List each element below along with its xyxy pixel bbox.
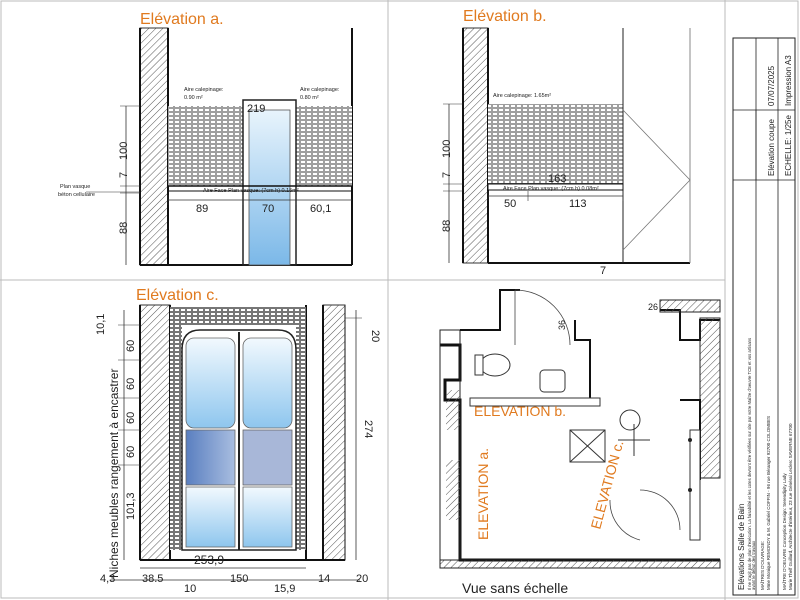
note-plan-vasque: Plan vasque (60, 184, 90, 190)
svg-text:10,1: 10,1 (95, 314, 107, 335)
tile-area-b (488, 104, 623, 184)
svg-text:10: 10 (184, 583, 196, 595)
glass-panel-top-right (242, 337, 293, 429)
title-main: Elévations Salle de Bain (737, 504, 746, 590)
svg-text:60: 60 (125, 378, 137, 390)
svg-text:7: 7 (441, 172, 453, 178)
vertical-dimensions-b: 100 7 88 (441, 103, 463, 263)
svg-text:20: 20 (356, 573, 368, 585)
value-aire-right: 0.80 m² (300, 95, 319, 101)
sheet-date: 07/07/2025 (767, 65, 776, 106)
svg-text:100: 100 (118, 142, 130, 160)
horizontal-dimensions-a: 89 70 60,1 (167, 195, 352, 215)
note-beton: béton cellulaire (58, 192, 95, 198)
washbasin-icon (619, 409, 641, 431)
svg-text:253,9: 253,9 (194, 553, 224, 567)
left-wall (139, 27, 169, 266)
svg-text:7: 7 (118, 172, 130, 178)
right-dimensions-c: 20 274 (345, 310, 381, 560)
note-face-a: Aire Face Plan vasque: (7cm h) 0.15m² (203, 188, 299, 194)
svg-text:50: 50 (504, 198, 516, 210)
window-glass (248, 109, 291, 266)
plan-dim-36: 36 (557, 320, 567, 330)
svg-text:150: 150 (230, 573, 248, 585)
label-aire-right: Aire calepinage: (300, 87, 340, 93)
door-swing-plan-1 (514, 289, 571, 346)
sheet-scale: ECHELLE: 1/25e (784, 115, 793, 176)
svg-text:60: 60 (125, 412, 137, 424)
label-aire-b: Aire calepinage: 1.65m² (493, 93, 551, 99)
bottom-dimensions-c: 253,9 4,3 38.5 10 150 15,9 14 20 (100, 553, 368, 595)
floor-plan-panel: ELEVATION b. ELEVATION a. ELEVATION c. 3… (439, 289, 721, 596)
owner-label: MAÎTRES D'OUVRAGE: (759, 541, 765, 590)
elevation-c-panel: Elévation c. Niches meubles rangement à … (95, 287, 381, 595)
niche-label: Niches meubles rangement à encastrer (107, 369, 121, 578)
svg-text:7: 7 (600, 265, 606, 277)
sheet-type: Elévation coupe (767, 119, 776, 176)
door-swing-b (622, 109, 691, 251)
svg-text:100: 100 (441, 140, 453, 158)
svg-text:14: 14 (318, 573, 330, 585)
elevation-a-panel: Elévation a. 219 Aire Face Plan vasque: … (58, 11, 353, 266)
label-aire-left: Aire calepinage: (184, 87, 224, 93)
svg-text:38.5: 38.5 (142, 573, 163, 585)
value-aire-left: 0.90 m² (184, 95, 203, 101)
svg-text:60,1: 60,1 (310, 203, 331, 215)
svg-text:274: 274 (362, 420, 374, 438)
sink-icon (539, 369, 566, 393)
vertical-dimensions-c: 10,1 60 60 60 60 101,3 (95, 310, 140, 560)
svg-text:70: 70 (262, 203, 274, 215)
title-block: Elévations Salle de Bain Il ne s'agit pa… (732, 37, 796, 596)
title-note-2: avant le début des travaux (751, 540, 756, 590)
svg-text:89: 89 (196, 203, 208, 215)
tile-band-c (170, 307, 306, 325)
svg-text:101,3: 101,3 (125, 492, 137, 520)
plan-caption: Vue sans échelle (462, 580, 568, 596)
svg-text:113: 113 (569, 198, 587, 210)
note-face-b: Aire Face Plan vasque: (7cm h) 0.08m² (503, 186, 599, 192)
elevation-c-title: Elévation c. (136, 287, 219, 304)
vertical-dimensions-a: 100 7 88 (118, 105, 140, 265)
plan-dim-26: 26 (648, 302, 658, 312)
moe-label: MAÎTRE D'OEUVRE Conception Design: Seren… (781, 473, 787, 590)
glass-panel-bottom-left (185, 486, 236, 548)
horizontal-dimensions-b: 50 113 7 (487, 191, 624, 277)
svg-text:60: 60 (125, 446, 137, 458)
left-wall-b (462, 27, 489, 264)
dim-window: 219 (247, 103, 265, 115)
glass-panel-bottom-right (242, 486, 293, 548)
svg-text:60: 60 (125, 340, 137, 352)
title-note-1: Il ne s'agit pas de plan d'exécution. La… (747, 338, 752, 590)
svg-text:15,9: 15,9 (274, 583, 295, 595)
glass-panel-mid-left (185, 429, 236, 486)
elevation-b-panel: Elévation b. Aire calepinage: 1.65m² Air… (441, 8, 691, 277)
sheet-print: Impression A3 (784, 55, 793, 106)
glass-panel-top-left (185, 337, 236, 429)
elevation-b-title: Elévation b. (463, 8, 547, 25)
tile-area-right (296, 106, 352, 186)
svg-text:88: 88 (118, 222, 130, 234)
tile-area-left (168, 106, 243, 186)
dim-163: 163 (548, 173, 566, 185)
plan-label-elevation-a: ELEVATION a. (475, 448, 491, 540)
elevation-a-title: Elévation a. (140, 11, 224, 28)
moe-text: Marie Thelf Guillard, Architecte d'intér… (788, 423, 793, 590)
svg-text:4,3: 4,3 (100, 573, 115, 585)
svg-text:20: 20 (369, 330, 381, 342)
plan-label-elevation-b: ELEVATION b. (474, 403, 566, 419)
wc-icon (479, 353, 511, 377)
glass-panel-mid-right (242, 429, 293, 486)
owner-text: Mme Monique REMONDY & M. Gabriel COFFIN … (766, 416, 771, 590)
svg-text:88: 88 (441, 220, 453, 232)
